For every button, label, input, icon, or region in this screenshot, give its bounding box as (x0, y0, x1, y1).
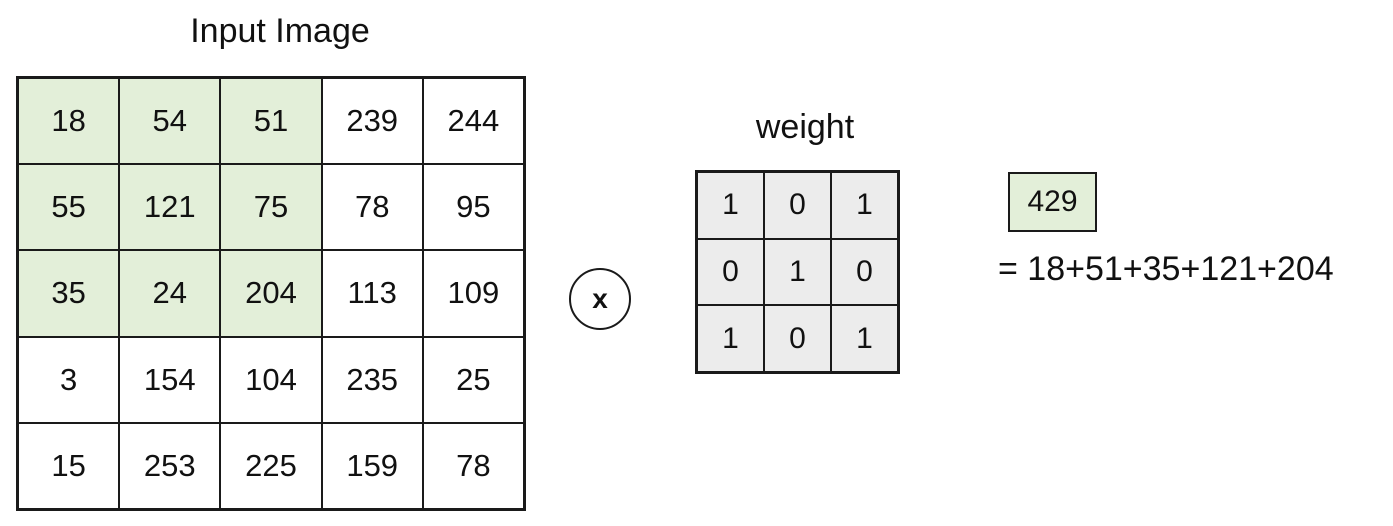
input-image-cell-r2-c3: 113 (321, 250, 423, 337)
input-image-cell-r2-c4: 109 (422, 250, 524, 337)
weight-cell-r0-c1: 0 (764, 172, 831, 239)
input-image-cell-r1-c0: 55 (18, 164, 120, 251)
weight-cell-r1-c2: 0 (831, 238, 898, 306)
result-equation: = 18+51+35+121+204 (998, 250, 1334, 288)
input-image-title: Input Image (190, 12, 370, 50)
input-image-cell-r3-c2: 104 (220, 336, 322, 423)
input-image-cell-r2-c1: 24 (119, 250, 221, 337)
input-image-cell-r1-c1: 121 (119, 164, 221, 251)
weight-cell-r2-c2: 1 (831, 305, 898, 372)
input-image-cell-r1-c3: 78 (321, 164, 423, 251)
input-image-cell-r0-c1: 54 (119, 78, 221, 165)
weight-cell-r1-c0: 0 (697, 238, 764, 306)
weight-cell-r2-c1: 0 (764, 305, 831, 372)
input-image-cell-r4-c0: 15 (18, 422, 120, 509)
input-image-cell-r3-c3: 235 (321, 336, 423, 423)
input-image-cell-r0-c4: 244 (422, 78, 524, 165)
input-image-cell-r4-c3: 159 (321, 422, 423, 509)
input-image-cell-r2-c0: 35 (18, 250, 120, 337)
weight-cell-r0-c0: 1 (697, 172, 764, 239)
input-image-cell-r4-c1: 253 (119, 422, 221, 509)
input-image-cell-r4-c2: 225 (220, 422, 322, 509)
input-image-cell-r4-c4: 78 (422, 422, 524, 509)
input-image-cell-r3-c0: 3 (18, 336, 120, 423)
weight-cell-r1-c1: 1 (764, 238, 831, 306)
input-image-cell-r1-c4: 95 (422, 164, 524, 251)
input-image-cell-r1-c2: 75 (220, 164, 322, 251)
multiply-operator-icon: x (569, 268, 631, 330)
input-image-cell-r3-c1: 154 (119, 336, 221, 423)
weight-title: weight (755, 108, 855, 146)
input-image-cell-r3-c4: 25 (422, 336, 524, 423)
input-image-cell-r2-c2: 204 (220, 250, 322, 337)
weight-cell-r2-c0: 1 (697, 305, 764, 372)
input-image-cell-r0-c3: 239 (321, 78, 423, 165)
weight-cell-r0-c2: 1 (831, 172, 898, 239)
result-value-box: 429 (1008, 172, 1097, 232)
input-image-cell-r0-c2: 51 (220, 78, 322, 165)
input-image-cell-r0-c0: 18 (18, 78, 120, 165)
